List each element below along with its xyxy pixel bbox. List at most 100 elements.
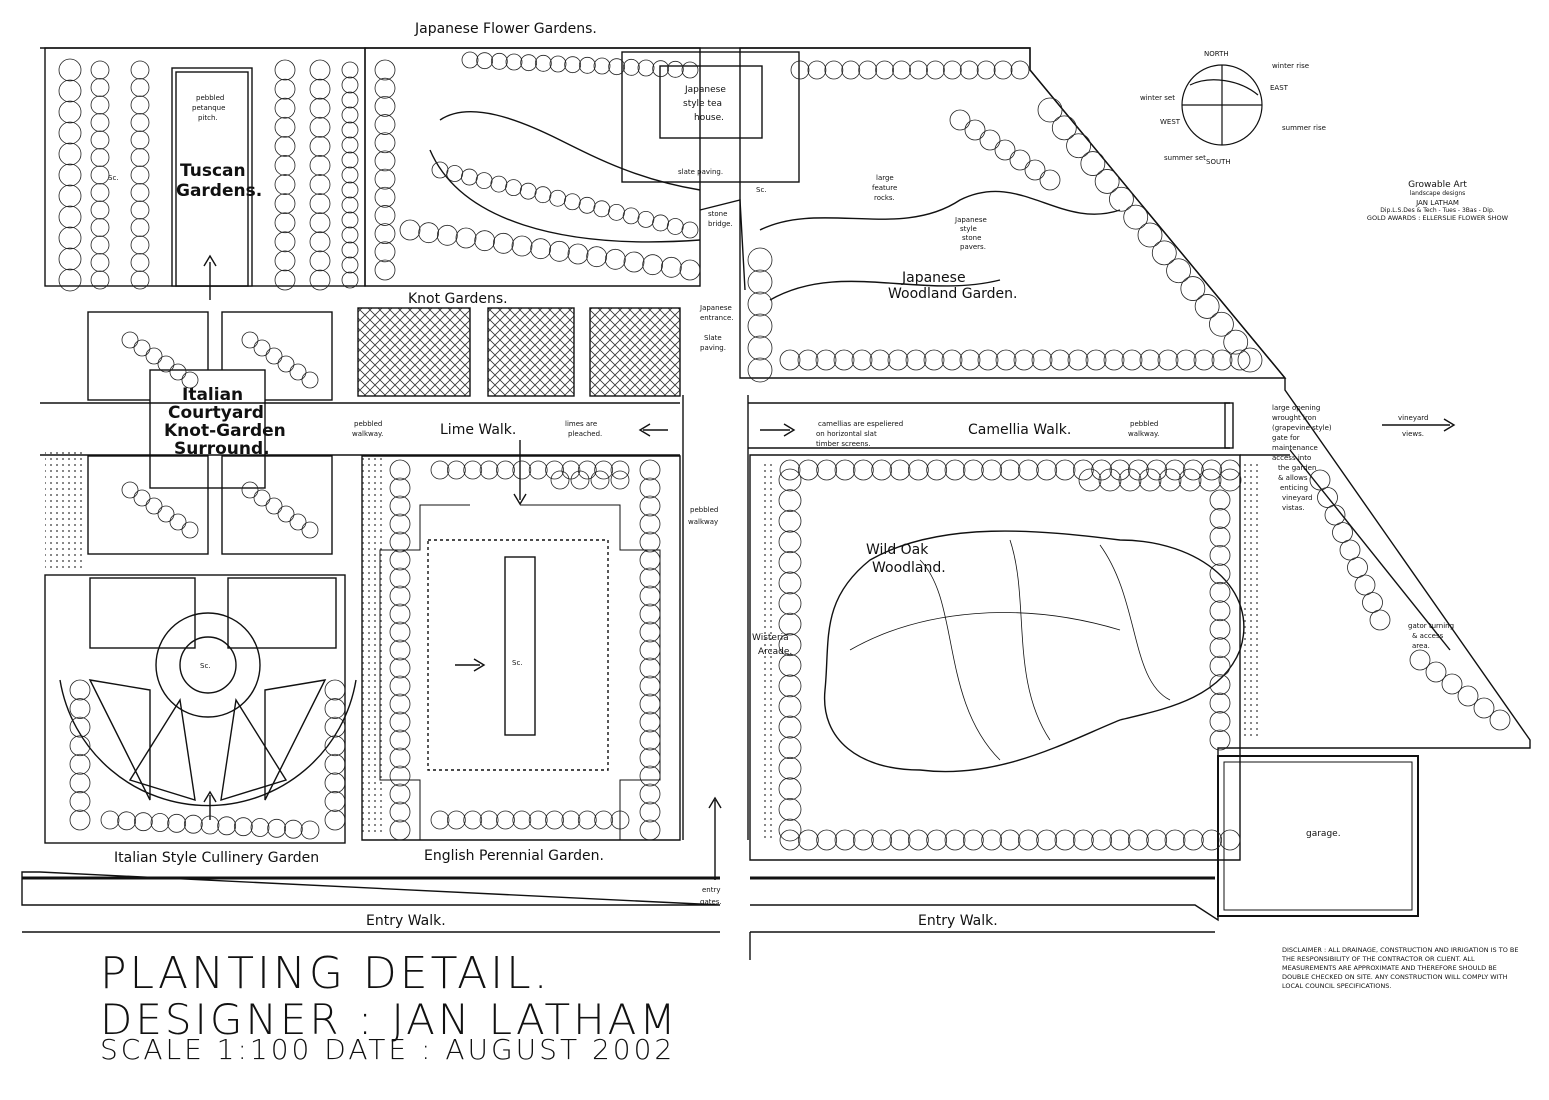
planting-circle — [90, 235, 110, 255]
planting-circle — [979, 129, 1001, 151]
planting-circle — [959, 60, 979, 80]
title-planting-detail: PLANTING DETAIL. — [100, 948, 551, 999]
planting-circle — [490, 175, 508, 193]
label-opening-5: maintenance — [1272, 444, 1318, 452]
label-petanque-1: pebbled — [196, 94, 224, 102]
planting-circle — [778, 777, 802, 801]
petanque-pitch — [171, 67, 253, 287]
label-knot-gardens: Knot Gardens. — [408, 291, 508, 307]
label-opening-6: access into — [1272, 454, 1311, 462]
planting-circle — [309, 269, 331, 291]
planting-circle — [512, 460, 532, 480]
planting-circle — [183, 814, 203, 834]
planting-circle — [58, 247, 82, 271]
planting-circle — [1237, 347, 1263, 373]
planting-circle — [778, 530, 802, 554]
planting-circle — [797, 829, 819, 851]
planting-circle — [309, 97, 331, 119]
planting-circle — [389, 603, 411, 625]
planting-circle — [265, 347, 283, 365]
planting-circle — [301, 371, 319, 389]
planting-circle — [274, 116, 296, 138]
planting-circle — [1164, 829, 1186, 851]
planting-circle — [69, 716, 91, 738]
planting-circle — [1166, 258, 1191, 284]
planting-circle — [274, 250, 296, 272]
logo-credentials: Dip.L.S.Des & Tech - Tues - 3Bas - Dip. — [1380, 207, 1495, 214]
planting-circle — [1209, 618, 1231, 640]
label-gator-3: area. — [1412, 642, 1430, 650]
label-pavers-4: pavers. — [960, 243, 986, 251]
planting-circle — [309, 135, 331, 157]
planting-circle — [389, 585, 411, 607]
planting-circle — [289, 363, 307, 381]
compass-rose — [1181, 64, 1263, 146]
planting-circle — [309, 155, 331, 176]
label-pavers-2: style — [960, 225, 977, 233]
label-opening-3: (grapevine style) — [1272, 424, 1332, 432]
planting-circle — [545, 810, 564, 830]
compass-summer-rise: summer rise — [1282, 124, 1326, 132]
planting-circle — [999, 829, 1021, 851]
planting-circle — [90, 148, 110, 167]
planting-circle — [639, 477, 661, 499]
planting-circle — [778, 798, 802, 821]
planting-circle — [593, 57, 611, 75]
planting-circle — [90, 200, 110, 220]
planting-circle — [389, 783, 411, 805]
planting-circle — [157, 505, 175, 523]
label-camellias-3: timber screens. — [816, 440, 871, 448]
planting-circle — [430, 810, 450, 830]
planting-circle — [1201, 829, 1223, 851]
logo-award: GOLD AWARDS : ELLERSLIE FLOWER SHOW — [1366, 214, 1509, 222]
planting-circle — [1209, 563, 1231, 585]
label-tea-house-1: Japanese — [684, 85, 726, 95]
planting-circle — [1151, 240, 1177, 266]
compass-north: NORTH — [1204, 50, 1229, 58]
label-limes-2: pleached. — [568, 430, 602, 438]
planting-circle — [610, 460, 630, 480]
planting-circle — [505, 53, 523, 71]
label-tuscan-2: Gardens. — [176, 181, 262, 201]
planting-circle — [341, 76, 359, 94]
label-pavers-1: Japanese — [954, 216, 987, 224]
label-rocks-3: rocks. — [874, 194, 895, 202]
planting-circle — [1178, 468, 1202, 492]
planting-circle — [1209, 674, 1231, 696]
planting-circle — [778, 818, 802, 842]
planting-circle — [999, 459, 1021, 481]
planting-circle — [389, 639, 411, 661]
label-pavers-3: stone — [962, 234, 981, 242]
planting-circle — [1193, 349, 1215, 371]
planting-circle — [389, 657, 411, 679]
planting-circle — [747, 313, 773, 339]
planting-circle — [100, 810, 120, 830]
compass-south: SOUTH — [1206, 158, 1231, 166]
planting-circle — [130, 165, 150, 185]
planting-circle — [58, 268, 82, 292]
planting-circle — [511, 235, 533, 257]
planting-circle — [1354, 574, 1376, 596]
planting-circle — [639, 801, 661, 823]
planting-circle — [519, 182, 537, 200]
planting-circle — [463, 460, 483, 480]
planting-circle — [889, 829, 911, 851]
planting-circle — [1229, 349, 1251, 371]
label-wild-oak-2: Woodland. — [872, 560, 946, 576]
planting-circle — [1489, 709, 1511, 731]
label-pebbled-3a: pebbled — [690, 506, 718, 514]
planting-circle — [907, 829, 929, 851]
planting-circle — [90, 78, 110, 97]
planting-circle — [309, 174, 331, 195]
planting-circle — [374, 150, 396, 172]
planting-circle — [604, 248, 626, 270]
planting-circle — [90, 253, 110, 272]
planting-circle — [130, 130, 150, 150]
planting-circle — [1066, 133, 1091, 159]
label-tuscan-1: Tuscan — [180, 161, 246, 181]
planting-circle — [341, 121, 359, 139]
planting-circle — [639, 603, 661, 625]
compass-west: WEST — [1160, 118, 1181, 126]
logo-designer: JAN LATHAM — [1416, 199, 1459, 207]
planting-circle — [1182, 459, 1204, 481]
